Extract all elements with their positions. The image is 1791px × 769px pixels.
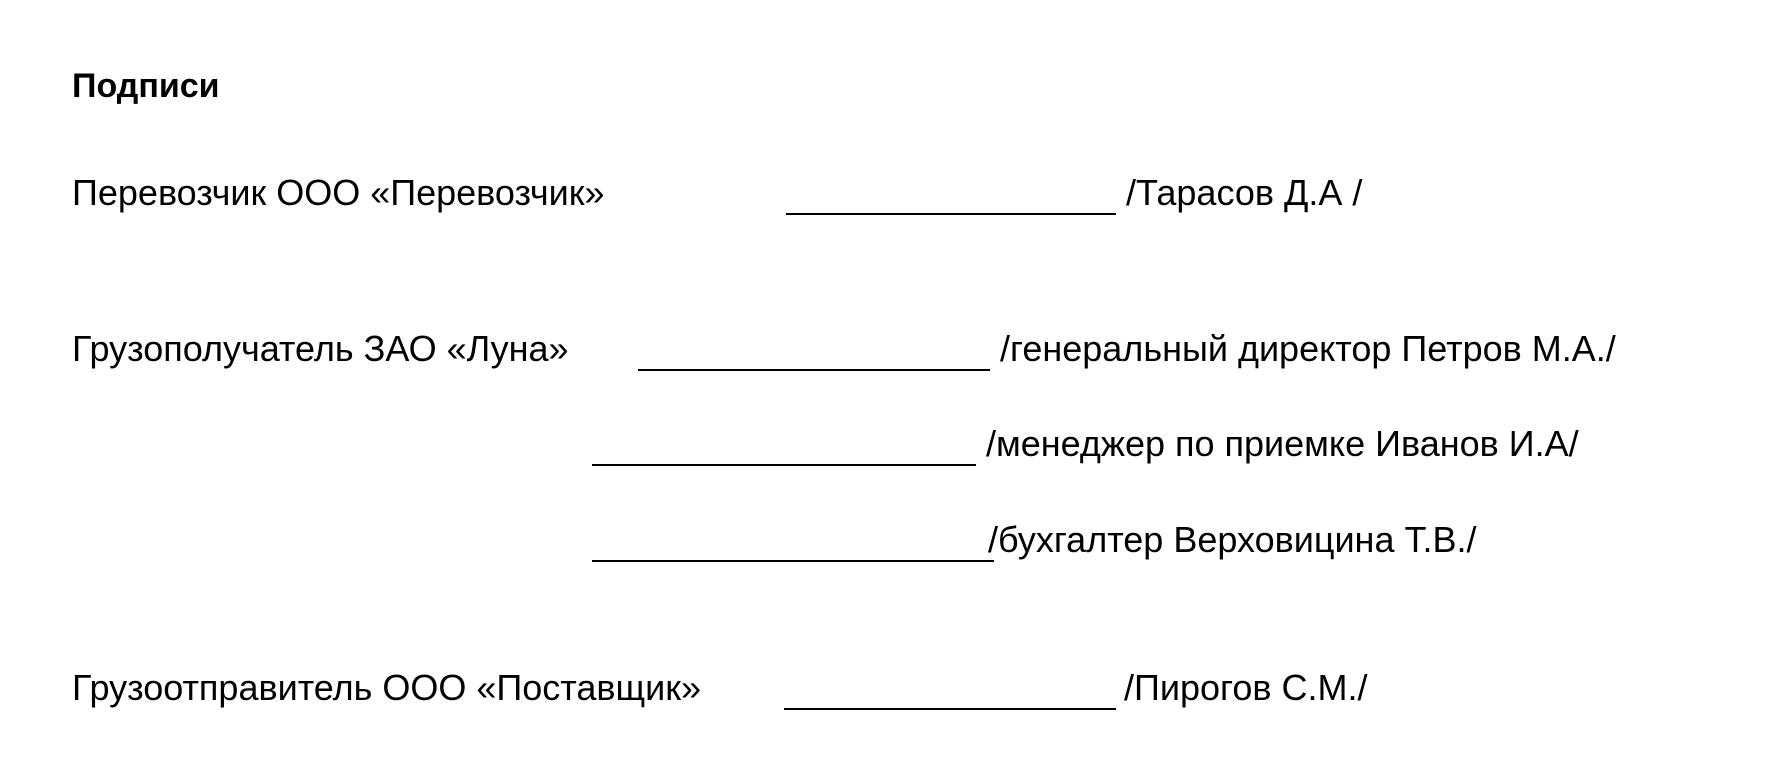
signer-name-shipper: /Пирогов С.М./ (1124, 667, 1368, 708)
party-label-shipper: Грузоотправитель ООО «Поставщик» (72, 667, 702, 708)
section-heading: Подписи (72, 67, 220, 105)
signature-line-shipper[interactable] (784, 708, 1116, 710)
signature-line-consignee-director[interactable] (638, 369, 990, 371)
party-label-consignee: Грузополучатель ЗАО «Луна» (72, 328, 569, 369)
signature-line-carrier[interactable] (786, 213, 1116, 215)
signature-line-consignee-manager[interactable] (592, 464, 976, 466)
signer-name-consignee-manager: /менеджер по приемке Иванов И.А/ (986, 423, 1579, 464)
signature-line-consignee-accountant[interactable] (592, 560, 994, 562)
signer-name-consignee-director: /генеральный директор Петров М.А./ (1000, 328, 1616, 369)
party-label-carrier: Перевозчик ООО «Перевозчик» (72, 172, 605, 213)
signer-name-consignee-accountant: /бухгалтер Верховицина Т.В./ (988, 519, 1477, 560)
signer-name-carrier: /Тарасов Д.А / (1126, 172, 1363, 213)
